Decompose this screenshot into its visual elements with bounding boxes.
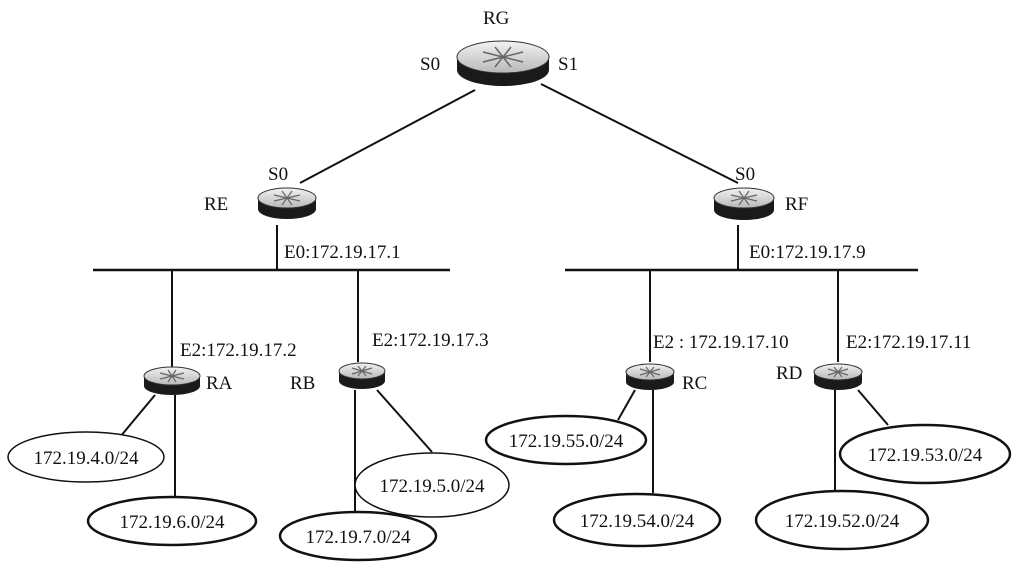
network-172-19-5-0: 172.19.5.0/24 (354, 452, 510, 518)
router-re-eth-label: E0:172.19.17.1 (284, 242, 401, 263)
router-rf-label: RF (785, 194, 808, 215)
router-rg-port-s0: S0 (420, 54, 440, 75)
svg-text:172.19.53.0/24: 172.19.53.0/24 (868, 445, 983, 466)
network-172-19-54-0: 172.19.54.0/24 (552, 492, 722, 548)
svg-text:172.19.4.0/24: 172.19.4.0/24 (33, 448, 139, 469)
network-172-19-6-0: 172.19.6.0/24 (86, 495, 258, 547)
router-ra-eth-label: E2:172.19.17.2 (180, 340, 297, 361)
router-rd-eth-label: E2:172.19.17.11 (846, 332, 971, 353)
router-ra-icon (143, 366, 201, 395)
svg-text:172.19.6.0/24: 172.19.6.0/24 (119, 512, 225, 533)
router-rb-label: RB (290, 373, 315, 394)
network-172-19-52-0: 172.19.52.0/24 (754, 489, 930, 551)
router-rc-icon (625, 363, 675, 390)
router-rg-label: RG (483, 8, 510, 29)
network-172-19-55-0: 172.19.55.0/24 (484, 414, 648, 466)
router-rc-label: RC (682, 373, 707, 394)
svg-text:172.19.55.0/24: 172.19.55.0/24 (509, 431, 624, 452)
router-rf-port-label: S0 (735, 164, 755, 185)
network-172-19-4-0: 172.19.4.0/24 (7, 431, 165, 483)
router-rd-icon (813, 363, 863, 390)
link-rg-re (299, 89, 476, 184)
router-re-label: RE (204, 194, 228, 215)
router-rc-eth-label: E2 : 172.19.17.10 (653, 332, 789, 353)
network-172-19-53-0: 172.19.53.0/24 (838, 423, 1012, 485)
router-ra-label: RA (206, 373, 233, 394)
network-172-19-7-0: 172.19.7.0/24 (278, 510, 438, 562)
svg-text:172.19.54.0/24: 172.19.54.0/24 (580, 511, 695, 532)
link-rd-net53 (857, 389, 889, 426)
router-rb-eth-label: E2:172.19.17.3 (372, 330, 489, 351)
router-rg-port-s1: S1 (558, 54, 578, 75)
router-rf-icon (713, 187, 775, 220)
link-rb-net5 (376, 389, 433, 453)
router-re-icon (257, 187, 317, 219)
router-rd-label: RD (776, 363, 802, 384)
router-rf-eth-label: E0:172.19.17.9 (749, 242, 866, 263)
router-rb-icon (338, 362, 386, 389)
link-ra-net4 (119, 394, 156, 438)
router-re-port-label: S0 (268, 164, 288, 185)
router-rg-icon (456, 40, 550, 86)
link-rc-net55 (617, 389, 636, 421)
svg-text:172.19.5.0/24: 172.19.5.0/24 (379, 476, 485, 497)
svg-text:172.19.7.0/24: 172.19.7.0/24 (305, 527, 411, 548)
link-rg-rf (540, 83, 739, 184)
svg-text:172.19.52.0/24: 172.19.52.0/24 (785, 511, 900, 532)
